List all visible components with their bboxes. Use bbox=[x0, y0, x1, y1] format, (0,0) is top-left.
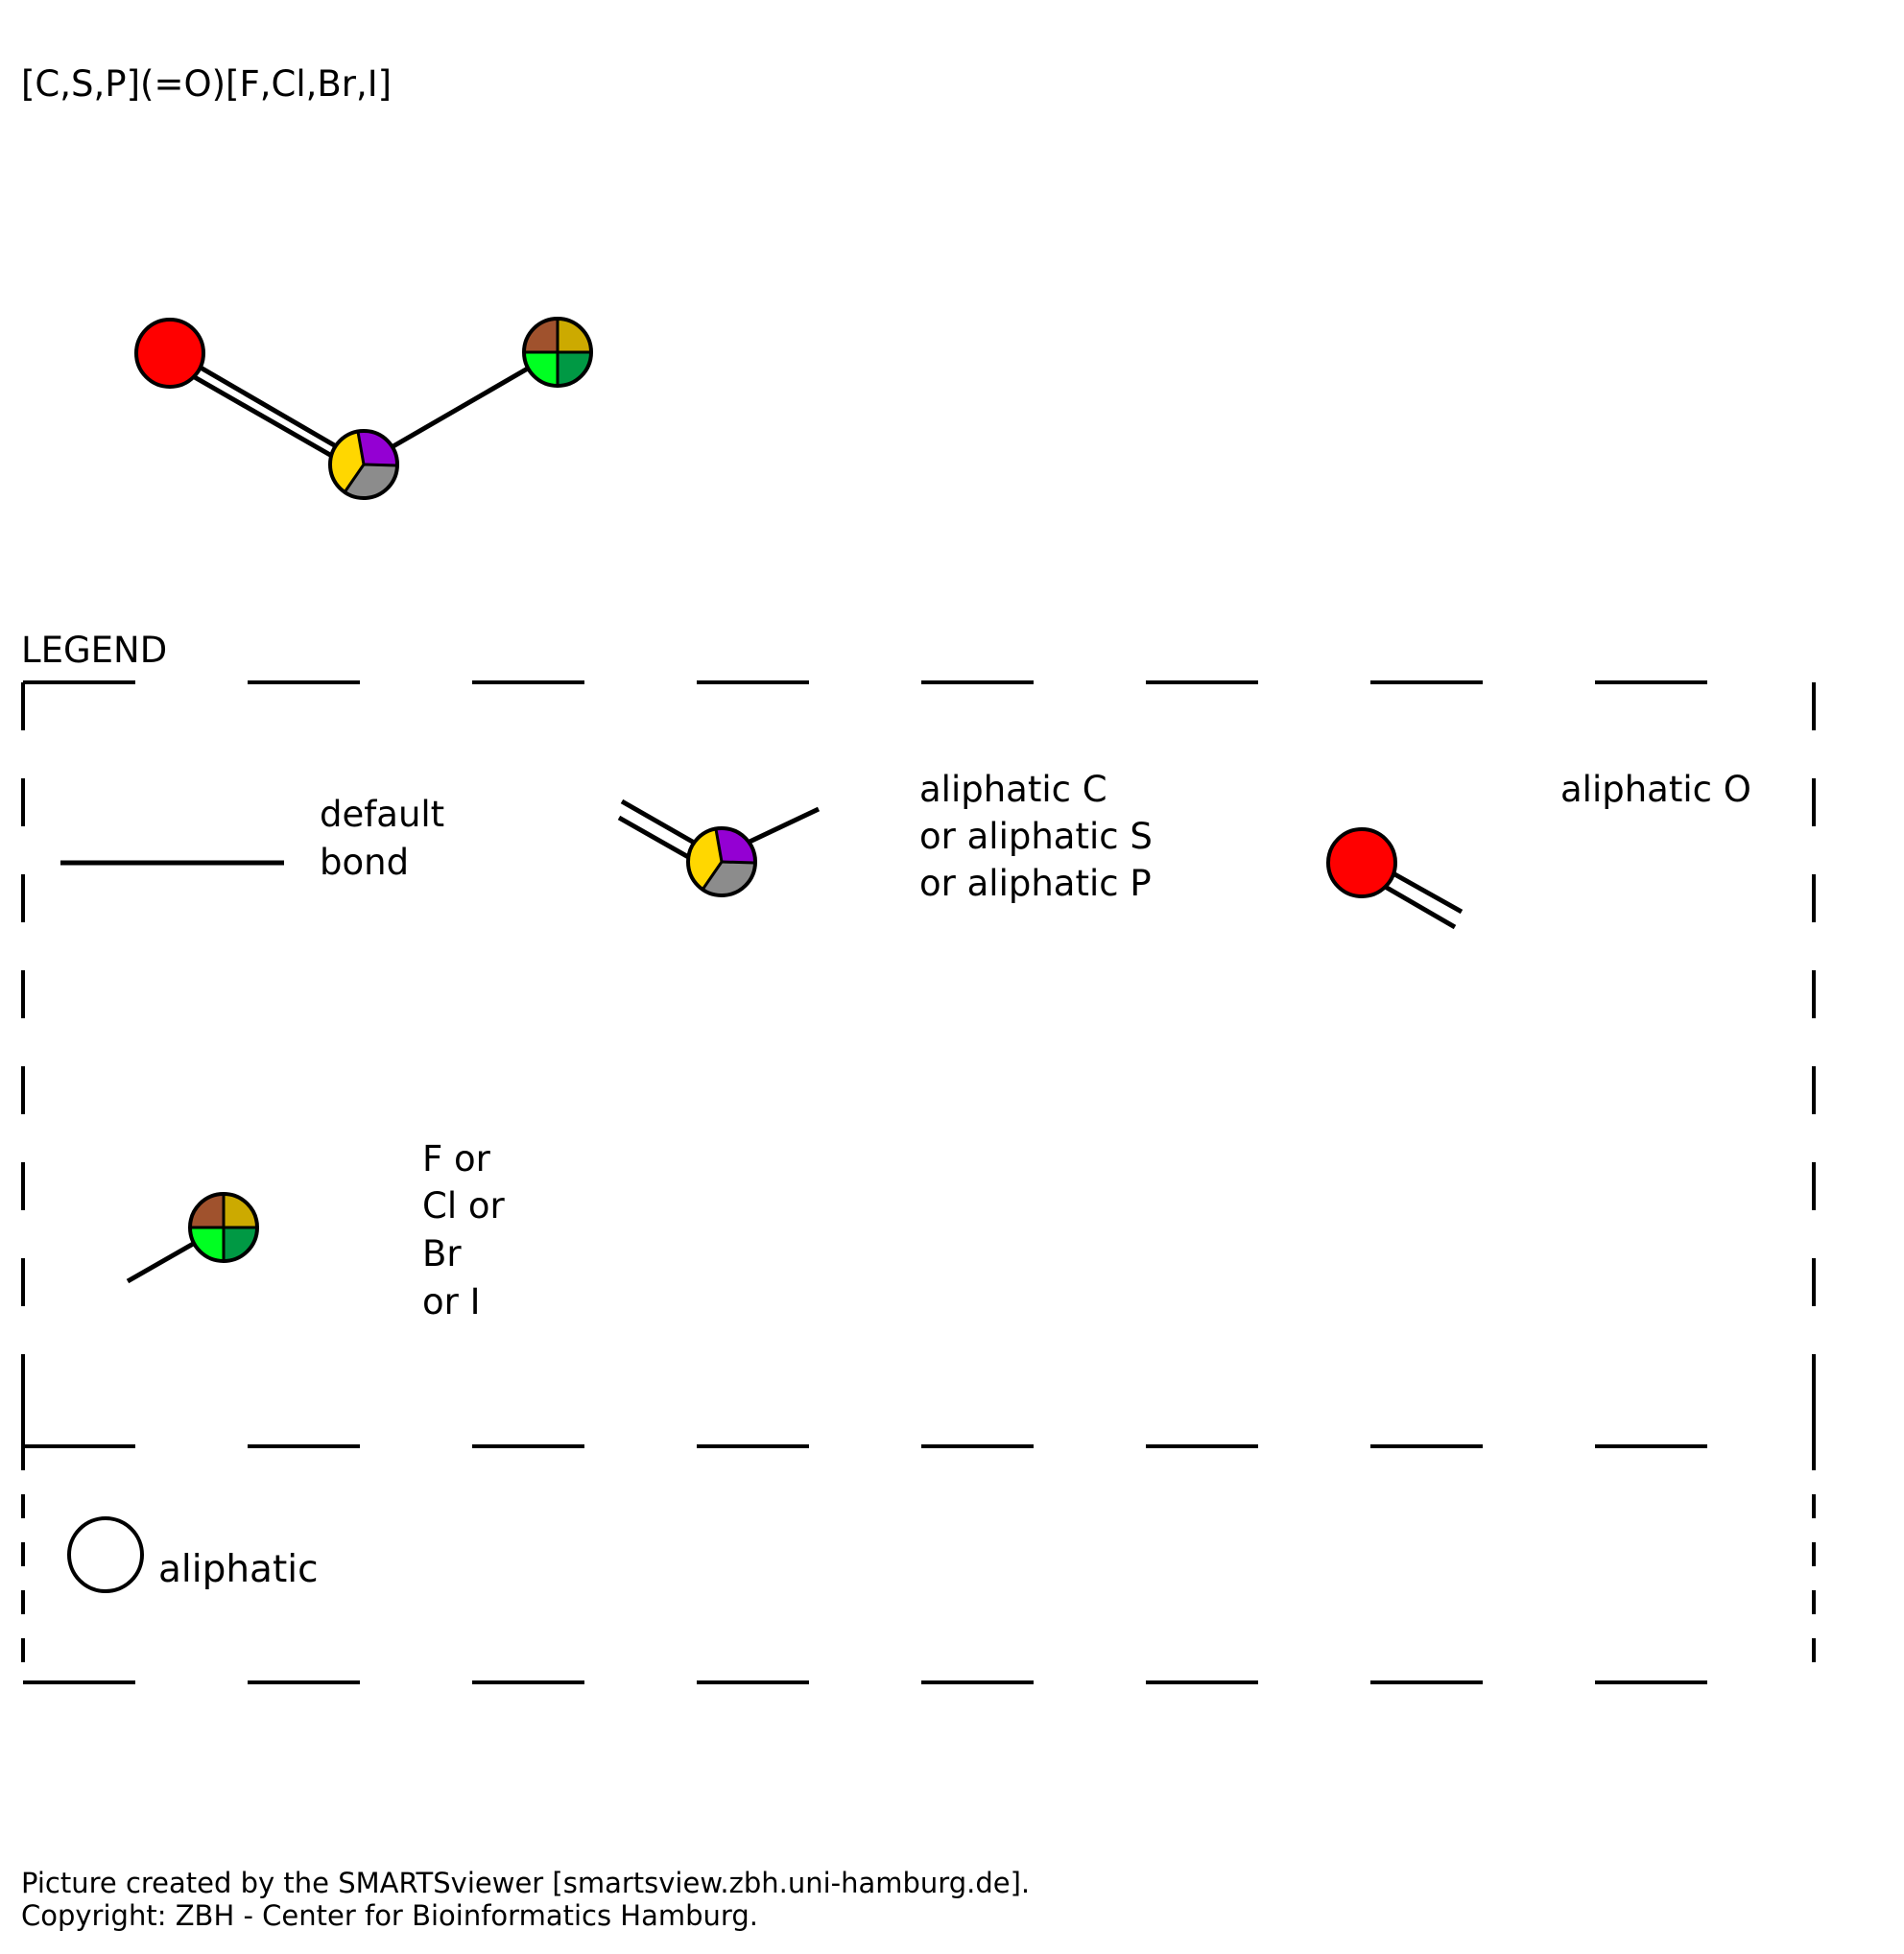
legend-item-aliphatic: aliphatic bbox=[67, 1516, 319, 1593]
csp-legend-atom bbox=[686, 826, 757, 897]
legend-item-halogen: F or Cl or Br or I bbox=[126, 1138, 516, 1323]
smarts-pattern: [C,S,P](=O)[F,Cl,Br,I] bbox=[21, 63, 392, 105]
footer-copyright: Copyright: ZBH - Center for Bioinformati… bbox=[21, 1899, 758, 1932]
aliphatic-circle-icon bbox=[67, 1516, 144, 1593]
svg-text:default bond: default bond bbox=[320, 794, 456, 883]
legend-label-line: or aliphatic S bbox=[919, 816, 1153, 857]
legend-frame bbox=[21, 680, 1816, 1684]
legend-item-oxygen: aliphatic O bbox=[1326, 769, 1751, 930]
svg-text:aliphatic O: aliphatic O bbox=[1560, 769, 1751, 810]
halogen-legend-atom bbox=[188, 1192, 259, 1263]
legend-label-aliphatic: aliphatic bbox=[158, 1548, 319, 1591]
legend-label-line: or aliphatic P bbox=[919, 863, 1152, 904]
svg-text:F or Cl or Br: F or Cl or Br or I bbox=[422, 1138, 516, 1323]
legend-label-line: F or bbox=[422, 1138, 491, 1180]
double-bond-o bbox=[180, 354, 345, 465]
legend-label-line: or I bbox=[422, 1281, 481, 1323]
oxygen-atom bbox=[134, 318, 205, 389]
legend-item-csp: aliphatic C or aliphatic S or aliphatic … bbox=[617, 769, 1164, 904]
legend-item-default-bond: default bond bbox=[60, 794, 456, 883]
legend-label-line: aliphatic C bbox=[919, 769, 1107, 810]
oxygen-legend-atom bbox=[1326, 827, 1397, 898]
legend-label-line: bond bbox=[320, 842, 409, 883]
legend-label-line: Cl or bbox=[422, 1185, 506, 1227]
footer-credit: Picture created by the SMARTSviewer [sma… bbox=[21, 1867, 1030, 1899]
legend-title: LEGEND bbox=[21, 630, 167, 671]
molecule bbox=[134, 317, 593, 500]
halogen-atom bbox=[522, 317, 593, 388]
legend-label-line: Br bbox=[422, 1233, 462, 1275]
legend-label-line: aliphatic O bbox=[1560, 769, 1751, 810]
csp-atom bbox=[328, 429, 399, 500]
svg-text:aliphatic C or aliphatic: aliphatic C or aliphatic S or aliphatic … bbox=[919, 769, 1164, 904]
legend-label-line: default bbox=[320, 794, 444, 835]
single-bond-halogen bbox=[390, 363, 535, 450]
